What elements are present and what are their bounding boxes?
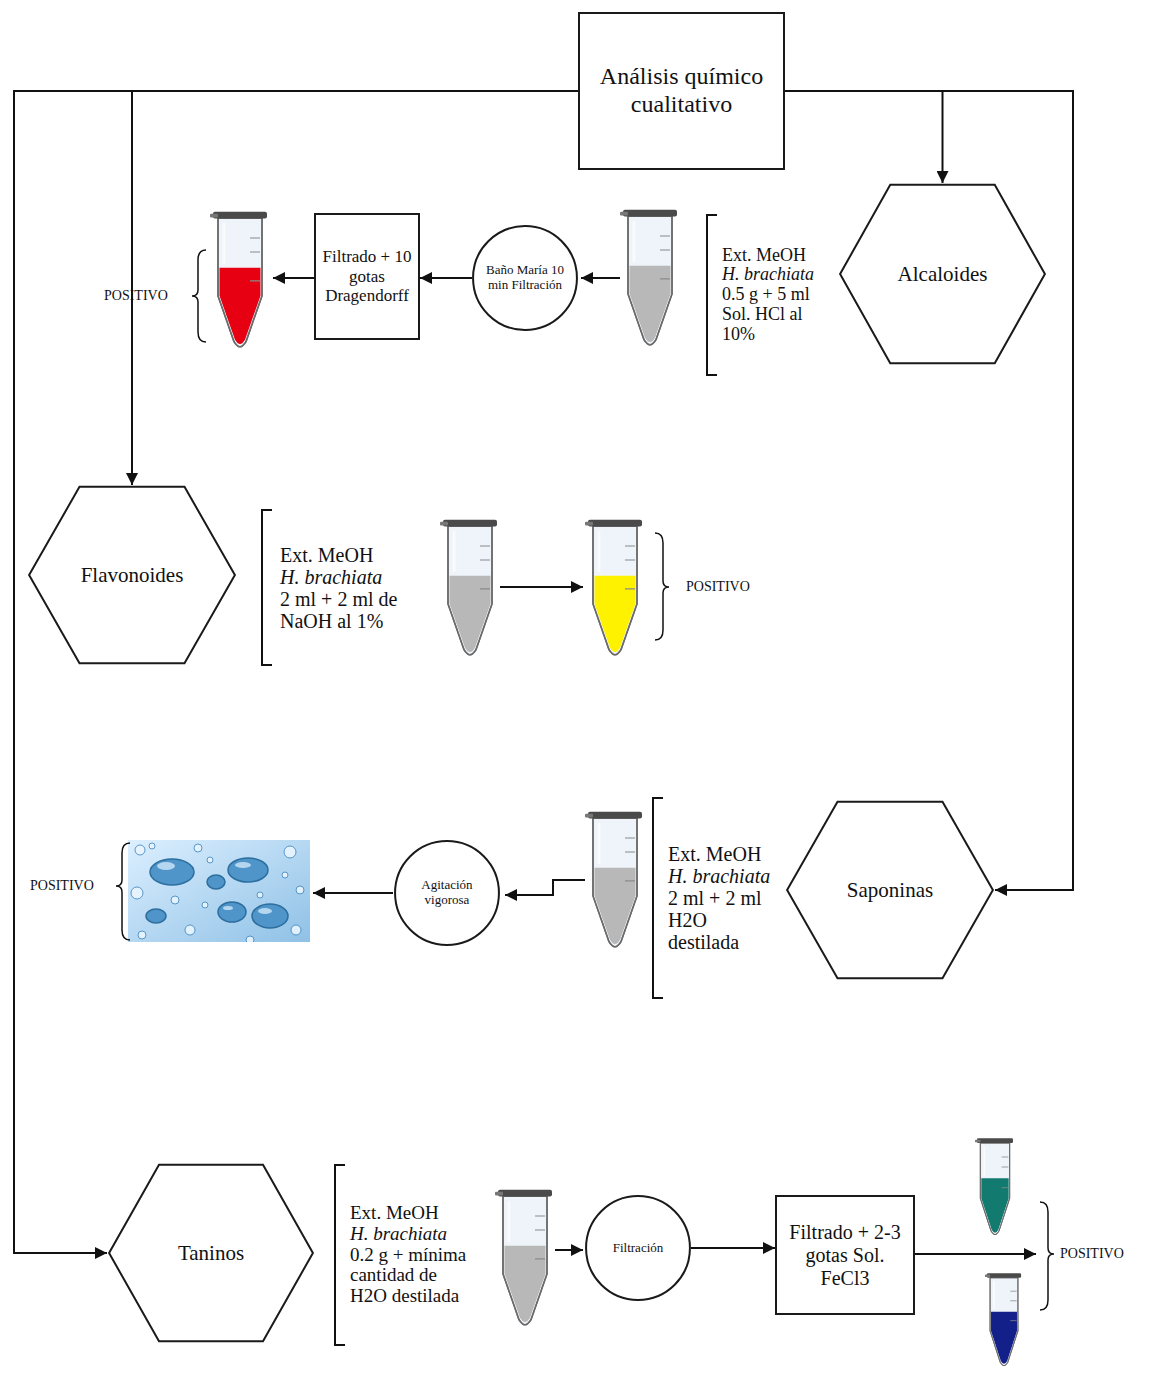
bracket [335, 1165, 345, 1345]
test-tube-navy [985, 1273, 1021, 1365]
node-text-block: Agitación vigorosa [408, 878, 486, 908]
brace [1040, 1202, 1054, 1310]
test-tube-red [210, 212, 267, 347]
note-block: Ext. MeOHH. brachiata0.2 g + mínima cant… [350, 1203, 475, 1307]
brace [655, 533, 669, 640]
node-text: Flavonoides [67, 563, 197, 587]
node-text: Saponinas [825, 878, 955, 902]
step-circle: Baño María 10 min Filtración [472, 225, 578, 331]
note-text: Ext. MeOH [722, 246, 837, 266]
foam-big-bubbles [146, 858, 288, 928]
brace [116, 250, 1054, 1310]
flow-arrow [505, 880, 585, 895]
bracket [262, 510, 272, 665]
connector-arrow [785, 91, 943, 183]
test-tube [495, 1190, 552, 1325]
category-hexagon: Alcaloides [838, 183, 1047, 365]
step-circle: Filtración [585, 1195, 691, 1301]
note-block: Ext. MeOHH. brachiata2 ml + 2 ml H2O des… [668, 843, 778, 953]
foam-ground [128, 840, 310, 942]
circle-shape [473, 226, 577, 330]
node-text-block: Filtrado + 2-3 gotas Sol. FeCl3 [782, 1221, 908, 1290]
category-hexagon: Taninos [107, 1163, 315, 1343]
process-box: Filtrado + 10 gotas Dragendorff [314, 213, 420, 340]
hexagon-shape [29, 487, 235, 663]
test-tube [440, 520, 497, 655]
node-text: Filtrado + 10 gotas Dragendorff [321, 247, 413, 306]
category-hexagon: Flavonoides [27, 485, 237, 665]
hexagon-shape [840, 185, 1045, 363]
connector-arrow [691, 1247, 775, 1249]
note-text: 0.2 g + mínima cantidad de H2O destilada [350, 1245, 475, 1308]
node-text-block: Filtración [599, 1241, 677, 1256]
note-text: 2 ml + 2 ml de NaOH al 1% [280, 588, 430, 632]
flow-arrow [500, 586, 583, 588]
flow-arrow [555, 1249, 583, 1251]
node-text-block: Baño María 10 min Filtración [486, 263, 564, 293]
result-label: POSITIVO [686, 579, 750, 594]
test-tube [585, 812, 642, 947]
note-text: 0.5 g + 5 ml Sol. HCl al 10% [722, 285, 837, 344]
note-text: 2 ml + 2 ml H2O destilada [668, 887, 778, 953]
connector-arrow [420, 277, 472, 279]
connector-arrow [132, 91, 578, 485]
note-text: Ext. MeOH [280, 544, 430, 566]
node-text-block: Saponinas [825, 878, 955, 902]
node-text: Taninos [147, 1241, 276, 1265]
node-text: Baño María 10 min Filtración [486, 263, 564, 293]
node-text: Agitación vigorosa [408, 878, 486, 908]
brace [192, 250, 206, 342]
node-text-block: Filtrado + 10 gotas Dragendorff [321, 247, 413, 306]
title-box: Análisis químico cualitativo [578, 12, 785, 170]
note-text: Ext. MeOH [350, 1203, 475, 1224]
note-text: Ext. MeOH [668, 843, 778, 865]
result-label: POSITIVO [1060, 1246, 1124, 1261]
test-tube-teal [975, 1138, 1013, 1234]
foam-highlights [157, 862, 272, 914]
node-text: Alcaloides [878, 262, 1008, 286]
result-label: POSITIVO [104, 288, 168, 303]
note-text: H. brachiata [668, 865, 778, 887]
flow-arrow [915, 1253, 1036, 1255]
category-hexagon: Saponinas [785, 800, 995, 980]
node-text-block: Análisis químico cualitativo [585, 63, 778, 118]
connector-arrow [14, 91, 578, 1253]
circle-shape [395, 841, 499, 945]
node-text: Filtración [599, 1241, 677, 1256]
flow-arrow [313, 892, 393, 894]
node-text-block: Flavonoides [67, 563, 197, 587]
step-circle: Agitación vigorosa [394, 840, 500, 946]
note-text: H. brachiata [722, 265, 837, 285]
bracket [653, 798, 663, 998]
hexagon-shape [109, 1165, 313, 1341]
hexagon-shape [787, 802, 993, 978]
node-text: Análisis químico cualitativo [585, 63, 778, 118]
foam-bubbles [131, 843, 304, 942]
bracket [707, 215, 717, 375]
test-tube [620, 210, 677, 345]
node-text-block: Taninos [147, 1241, 276, 1265]
result-label: POSITIVO [30, 878, 94, 893]
flow-arrow [273, 278, 1036, 1254]
foam-picture [128, 840, 310, 942]
connector-arrow [785, 91, 1073, 890]
flow-arrow [273, 277, 314, 279]
circle-shape [586, 1196, 690, 1300]
note-text: H. brachiata [280, 566, 430, 588]
process-box: Filtrado + 2-3 gotas Sol. FeCl3 [775, 1195, 915, 1315]
bracket [262, 215, 717, 1345]
node-text-block: Alcaloides [878, 262, 1008, 286]
brace [116, 843, 130, 940]
note-block: Ext. MeOHH. brachiata0.5 g + 5 ml Sol. H… [722, 246, 837, 345]
test-tube-yellow [585, 520, 642, 655]
flow-arrow [581, 277, 620, 279]
note-block: Ext. MeOHH. brachiata2 ml + 2 ml de NaOH… [280, 544, 430, 632]
node-text: Filtrado + 2-3 gotas Sol. FeCl3 [782, 1221, 908, 1290]
note-text: H. brachiata [350, 1224, 475, 1245]
